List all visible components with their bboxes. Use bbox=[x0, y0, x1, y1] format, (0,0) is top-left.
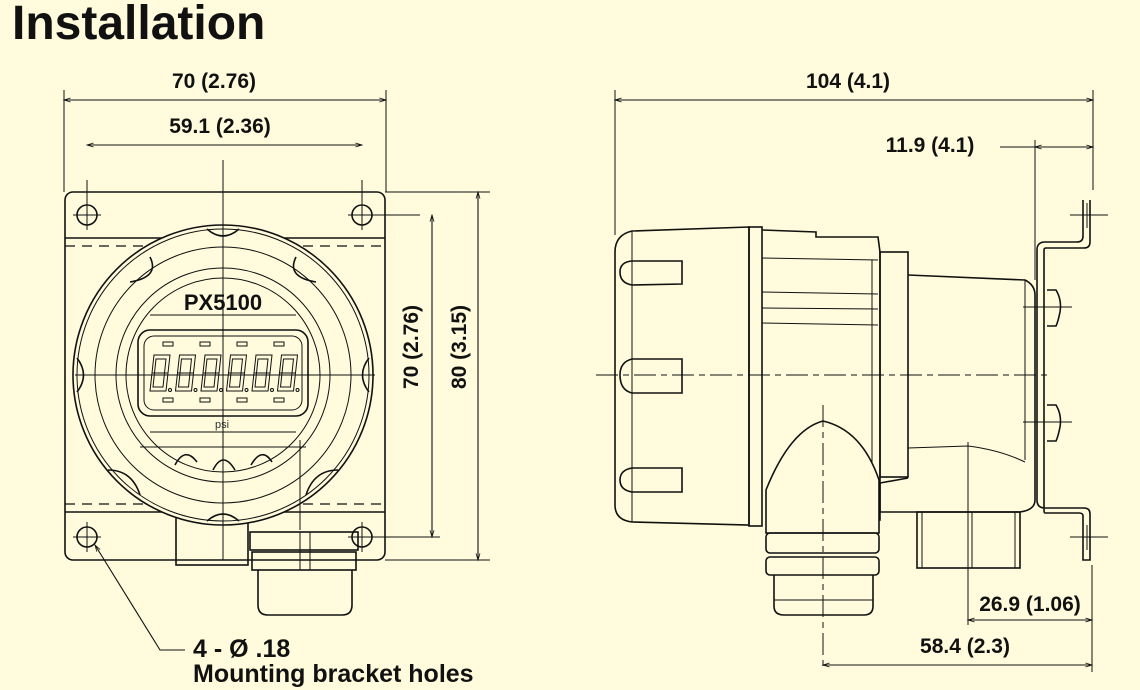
unit-label: psi bbox=[215, 419, 229, 431]
seven-segment-digits bbox=[149, 341, 300, 403]
dim-gland: 58.4 (2.3) bbox=[920, 635, 1010, 658]
digit-segment bbox=[276, 354, 299, 392]
decimal-point bbox=[270, 388, 274, 392]
dim-height-holes: 70 (2.76) bbox=[400, 305, 423, 389]
digit-segment bbox=[225, 354, 248, 392]
mounting-hole-icon bbox=[73, 180, 440, 552]
mounting-plate bbox=[64, 191, 386, 561]
indicator-mark bbox=[162, 397, 174, 403]
indicator-mark bbox=[199, 341, 211, 347]
indicator-mark bbox=[273, 341, 285, 347]
hole-spec-note: 4 - Ø .18 bbox=[193, 635, 290, 663]
page-title: Installation bbox=[12, 0, 266, 50]
mounting-bracket bbox=[1036, 200, 1091, 561]
side-view: 104 (4.1) 11.9 (4.1) 26.9 (1.06) 58.4 (2… bbox=[596, 70, 1108, 672]
dim-height-outer: 80 (3.15) bbox=[448, 305, 471, 389]
hole-description-note: Mounting bracket holes bbox=[193, 660, 474, 688]
decimal-point bbox=[244, 388, 249, 392]
decimal-point bbox=[295, 388, 300, 392]
digit-segment bbox=[251, 354, 273, 392]
dim-width-outer: 70 (2.76) bbox=[172, 70, 256, 93]
decimal-point bbox=[193, 388, 198, 392]
indicator-mark bbox=[273, 397, 285, 403]
indicator-mark bbox=[162, 341, 174, 347]
digit-segment bbox=[149, 354, 171, 392]
dim-bracket: 11.9 (4.1) bbox=[886, 134, 975, 157]
front-view: PX5100 psi 70 (2.76) 59.1 (2.36) 70 (2.7… bbox=[62, 70, 490, 688]
indicator-mark bbox=[199, 397, 211, 403]
indicator-mark bbox=[236, 397, 248, 403]
decimal-point bbox=[168, 388, 172, 392]
dim-width-holes: 59.1 (2.36) bbox=[169, 115, 271, 138]
dim-fitting: 26.9 (1.06) bbox=[979, 593, 1081, 616]
dim-overall-depth: 104 (4.1) bbox=[806, 70, 890, 93]
digit-segment bbox=[174, 354, 197, 392]
digit-segment bbox=[200, 354, 222, 392]
indicator-mark bbox=[236, 341, 248, 347]
cap-ribs bbox=[619, 260, 683, 493]
